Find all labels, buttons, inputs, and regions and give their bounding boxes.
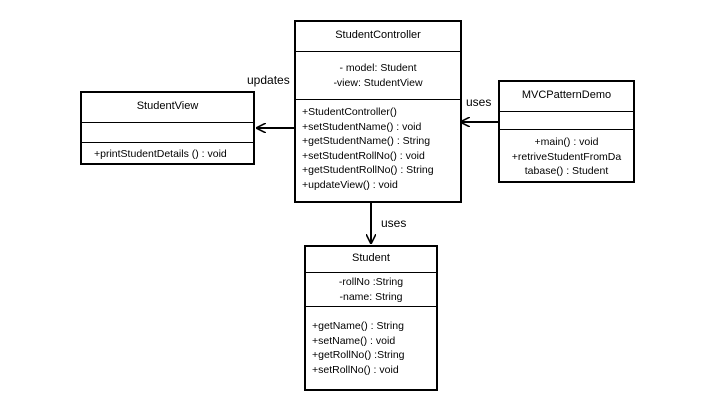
class-name: StudentController [335,29,421,41]
operation: +updateView() : void [302,178,398,191]
class-student-controller: StudentController - model: Student -view… [294,20,462,203]
class-student: Student -rollNo :String -name: String +g… [304,245,438,391]
class-name: Student [352,252,390,264]
operation: +getStudentRollNo() : String [302,164,434,176]
attribute: - model: Student [339,62,417,74]
attributes-compartment: -rollNo :String -name: String [306,272,436,306]
operation: +getRollNo() :String [312,349,405,361]
operation: +getName() : String [312,320,404,332]
operation: +StudentController() [302,106,397,118]
attribute: -rollNo :String [338,276,404,288]
class-name: StudentView [136,100,199,112]
operation: +setName() : void [312,334,396,347]
updates-label: updates [247,73,290,87]
class-name: MVCPatternDemo [521,89,612,101]
attributes-compartment [82,122,253,142]
attribute: -name: String [339,290,403,303]
operation: +setStudentName() : void [302,120,422,133]
uses-demo-label: uses [466,95,492,109]
uses-student-label: uses [381,216,407,230]
operations-compartment: +StudentController() +setStudentName() :… [296,99,460,192]
operations-compartment: +getName() : String +setName() : void +g… [306,306,436,377]
attributes-compartment: - model: Student -view: StudentView [296,51,460,99]
operation: +setStudentRollNo() : void [302,149,425,162]
operation: +getStudentName() : String [302,135,431,147]
operation: +main() : void [534,136,599,148]
class-mvc-pattern-demo: MVCPatternDemo +main() : void +retriveSt… [498,80,635,183]
operation: +printStudentDetails () : void [94,148,227,160]
operations-compartment: +printStudentDetails () : void [82,142,253,162]
operation: +retriveStudentFromDa [511,150,622,163]
operations-compartment: +main() : void +retriveStudentFromDa tab… [500,129,633,179]
class-student-view: StudentView +printStudentDetails () : vo… [80,91,255,165]
operation: +setRollNo() : void [312,363,399,376]
operation: tabase() : Student [524,165,609,177]
attribute: -view: StudentView [333,76,423,89]
attributes-compartment [500,111,633,129]
